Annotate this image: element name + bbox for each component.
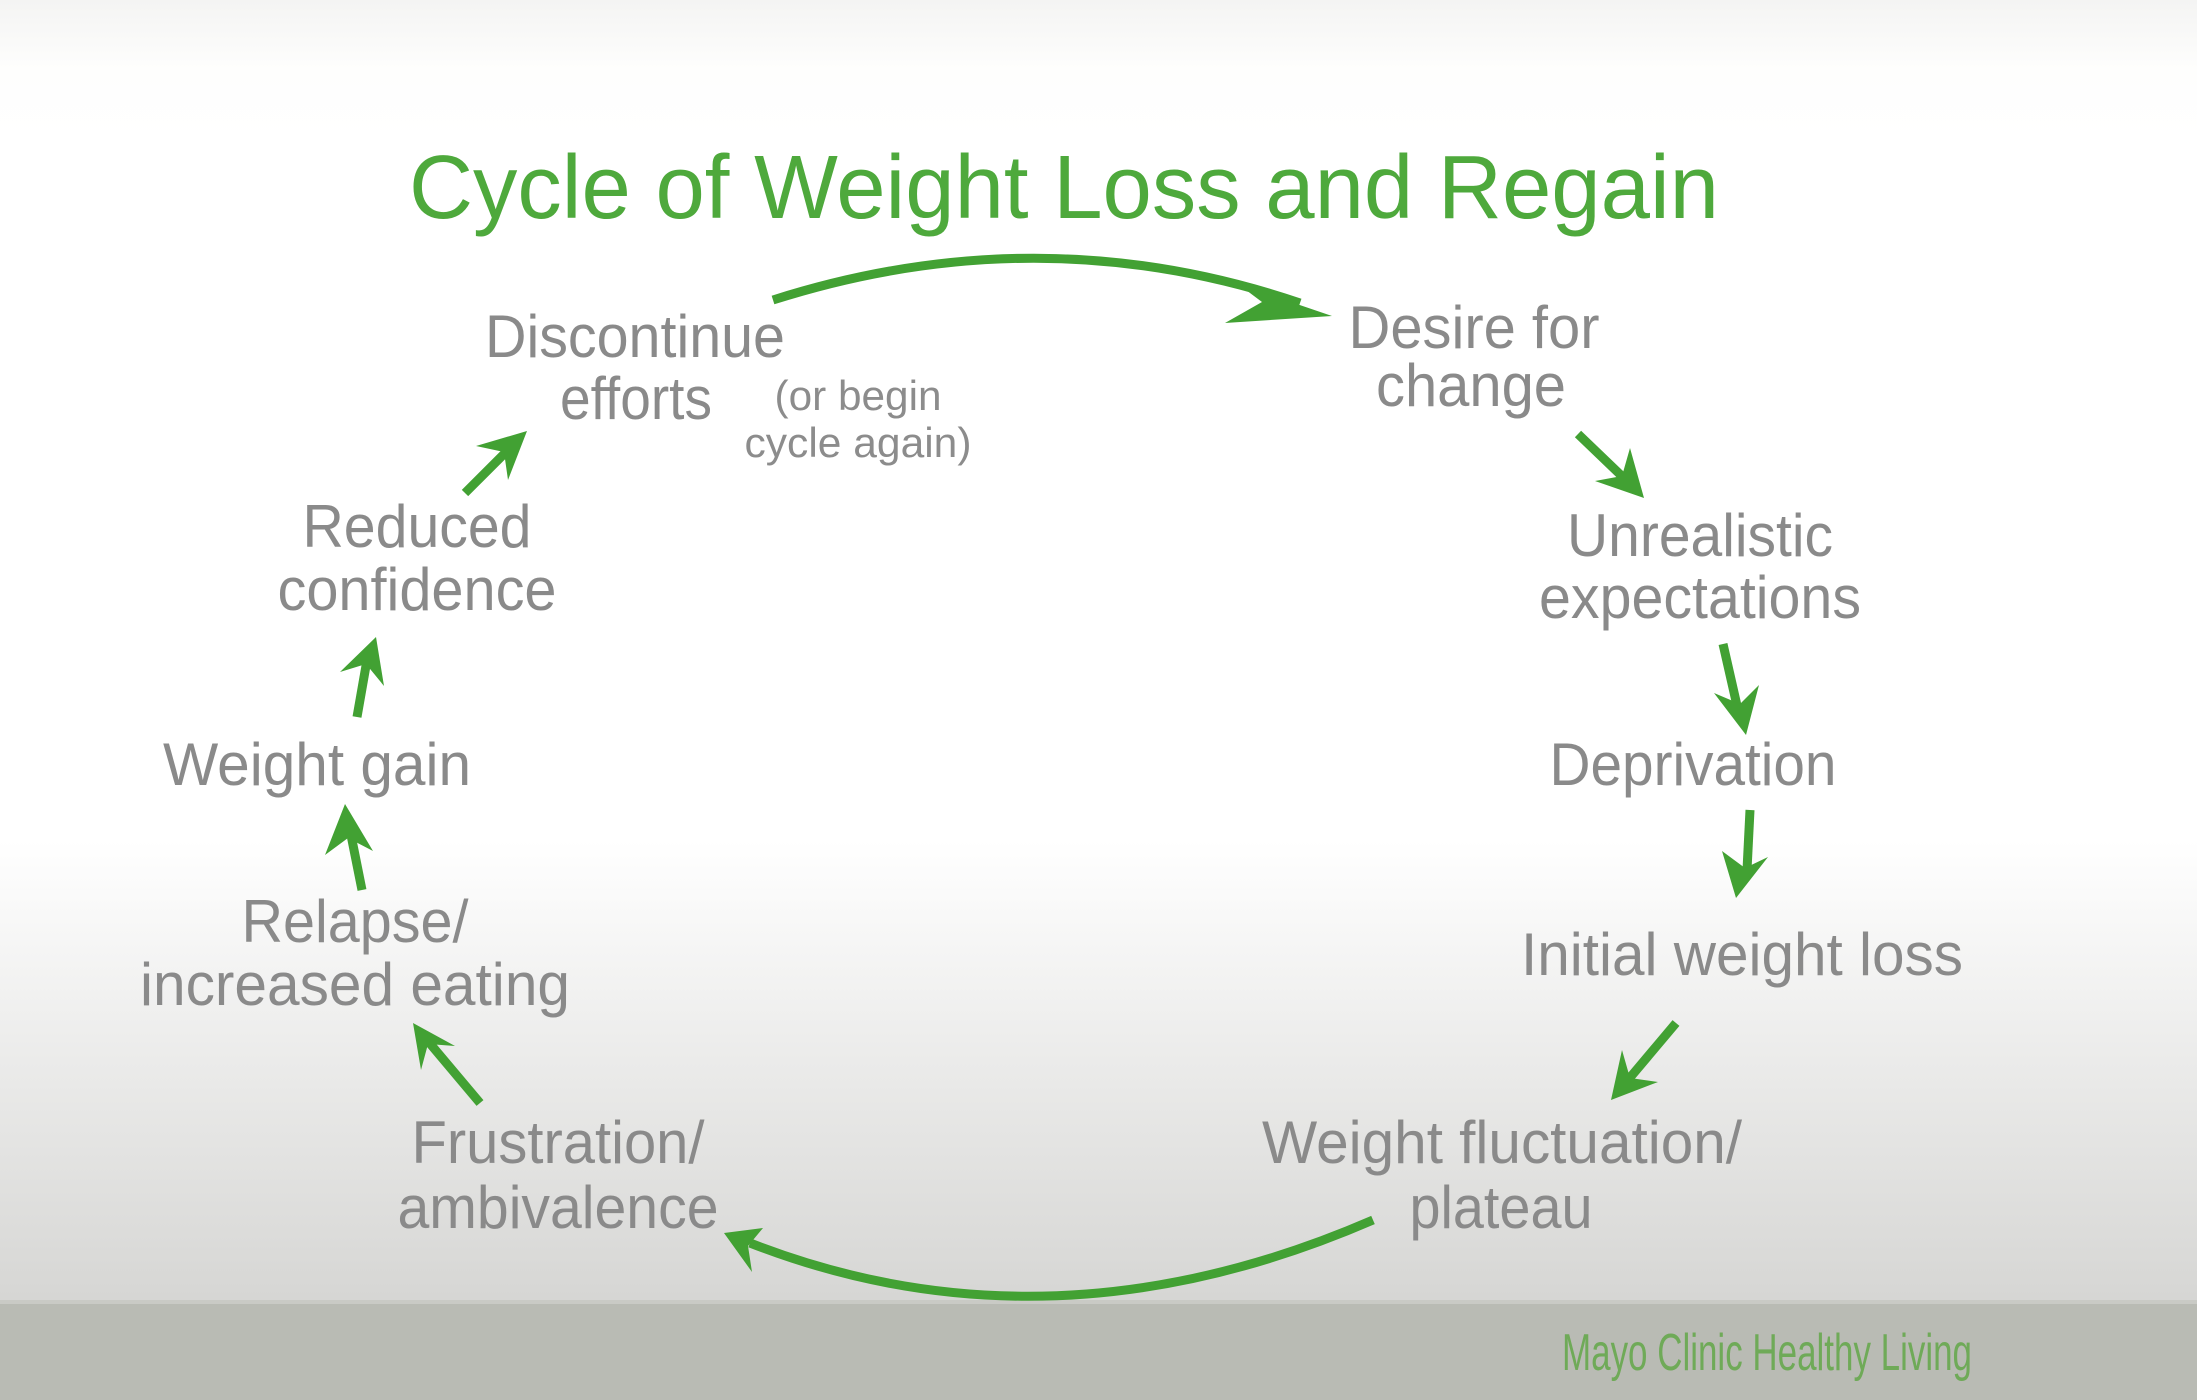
slide-title: Cycle of Weight Loss and Regain	[409, 138, 1719, 238]
arrow-up-left-icon	[413, 1023, 484, 1106]
step-reduced-confidence-line-2: confidence	[278, 556, 557, 623]
step-desire: Desire for change	[1349, 294, 1600, 419]
note-line-2: cycle again)	[745, 419, 972, 466]
step-deprivation-line-1: Deprivation	[1550, 731, 1837, 798]
step-unrealistic: Unrealistic expectations	[1539, 502, 1861, 631]
arrow-up-icon	[325, 804, 373, 891]
arrow-down-right-icon	[1574, 430, 1644, 498]
step-discontinue-line-1: Discontinue	[485, 303, 785, 370]
step-reduced-confidence-line-1: Reduced	[303, 493, 532, 560]
step-unrealistic-line-1: Unrealistic	[1567, 502, 1833, 569]
step-frustration-line-2: ambivalence	[398, 1174, 719, 1241]
step-discontinue-line-2: efforts	[560, 365, 712, 432]
step-weight-gain-line-1: Weight gain	[163, 731, 471, 798]
step-discontinue: Discontinue efforts	[485, 303, 785, 432]
step-deprivation: Deprivation	[1550, 731, 1837, 798]
step-reduced-confidence: Reduced confidence	[278, 493, 557, 623]
step-relapse-line-1: Relapse/	[242, 888, 469, 955]
step-fluctuation-line-1: Weight fluctuation/	[1262, 1109, 1742, 1176]
footer-band	[0, 1302, 2197, 1400]
step-fluctuation: Weight fluctuation/ plateau	[1262, 1109, 1742, 1241]
note-line-1: (or begin	[775, 372, 942, 419]
cycle-again-note: (or begin cycle again)	[745, 372, 972, 466]
step-frustration-line-1: Frustration/	[412, 1109, 705, 1176]
step-weight-gain: Weight gain	[163, 731, 471, 798]
arrow-down-icon	[1714, 643, 1759, 735]
arrow-up-right-icon	[461, 431, 527, 497]
curved-arrow-right-icon	[771, 253, 1332, 323]
step-desire-line-2: change	[1376, 352, 1566, 419]
step-initial-loss: Initial weight loss	[1521, 921, 1963, 988]
footer-band-highlight	[0, 1300, 2197, 1304]
step-unrealistic-line-2: expectations	[1539, 564, 1861, 631]
step-frustration: Frustration/ ambivalence	[398, 1109, 719, 1241]
step-initial-loss-line-1: Initial weight loss	[1521, 921, 1963, 988]
step-relapse-line-2: increased eating	[140, 951, 570, 1018]
step-desire-line-1: Desire for	[1349, 294, 1600, 361]
arrow-up-icon	[340, 637, 384, 718]
step-fluctuation-line-2: plateau	[1410, 1174, 1593, 1241]
footer-brand: Mayo Clinic Healthy Living	[1562, 1324, 1972, 1382]
step-relapse: Relapse/ increased eating	[140, 888, 570, 1018]
curved-arrow-left-icon	[724, 1215, 1375, 1301]
arrow-down-left-icon	[1611, 1020, 1680, 1100]
arrow-down-icon	[1722, 809, 1768, 898]
